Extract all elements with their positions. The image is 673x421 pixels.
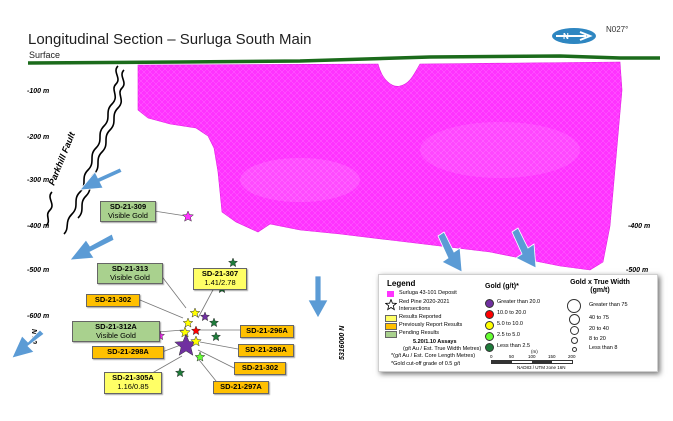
svg-text:-600 m: -600 m [27, 313, 49, 320]
legend-cutoff: *Gold cut-off grade of 0.5 g/t [391, 361, 460, 367]
pending-swatch [385, 331, 397, 338]
surluga-deposit [137, 61, 623, 271]
legend-assay-note2: *(g/t Au / Est. Core Length Metres) [391, 353, 476, 359]
legend-previously-reported: Previously Report Results [399, 322, 463, 328]
star-marker [179, 326, 191, 338]
surface-label: Surface [29, 50, 60, 60]
callout-sd-21-302-lower: SD-21-302 [234, 362, 286, 375]
results-reported-swatch [385, 315, 397, 322]
star-marker [190, 335, 202, 347]
previously-reported-swatch [385, 323, 397, 330]
legend-panel: Legend Surluga 43-101 Deposit Red Pine 2… [378, 274, 658, 372]
legend-assay-example: 5.20/1.10 Assays [413, 339, 457, 345]
star-marker [182, 317, 194, 328]
figure-title: Longitudinal Section – Surluga South Mai… [28, 31, 312, 48]
depth-axis-left: -100 m -200 m -300 m -400 m -500 m -600 … [27, 88, 49, 320]
red-pine-star-icon [385, 299, 397, 311]
svg-text:-300 m: -300 m [27, 177, 49, 184]
star-marker [190, 325, 202, 336]
callout-sd-21-297a: SD-21-297A [213, 381, 269, 394]
callout-sd-21-298a-left: SD-21-298A [92, 346, 164, 359]
star-marker [174, 367, 186, 378]
legend-red-pine: Red Pine 2020-2021 Intersections [399, 299, 450, 312]
north-arrow-icon: N [552, 28, 596, 44]
svg-text:-100 m: -100 m [27, 88, 49, 95]
callout-leaders [139, 210, 240, 387]
callout-sd-21-296a: SD-21-296A [240, 325, 294, 338]
intersection-stars [154, 210, 239, 378]
callout-sd-21-298a-right: SD-21-298A [238, 344, 294, 357]
surface-line [27, 54, 660, 65]
star-marker [210, 331, 222, 342]
legend-results-reported: Results Reported [399, 314, 442, 320]
svg-text:N: N [563, 32, 569, 41]
deposit-swatch [387, 291, 394, 297]
svg-text:-500 m: -500 m [27, 267, 49, 274]
parkhill-fault [45, 65, 125, 235]
northing-label: 5316000 N [339, 325, 346, 360]
legend-assay-note1: (g/t Au / Est. True Width Metres) [403, 346, 482, 352]
legend-title: Legend [387, 279, 416, 288]
width-title: Gold x True Width [570, 279, 630, 286]
callout-sd-21-302-upper: SD-21-302 [86, 294, 140, 307]
svg-text:-400 m: -400 m [628, 223, 650, 230]
legend-pending: Pending Results [399, 330, 440, 336]
depth-axis-right: -400 m -500 m [626, 223, 650, 274]
star-marker [208, 317, 220, 328]
svg-text:-500 m: -500 m [626, 267, 648, 274]
north-bearing-label: N027° [606, 25, 628, 34]
svg-text:-400 m: -400 m [27, 223, 49, 230]
gold-grade-title: Gold (g/t)* [485, 283, 519, 290]
star-marker [194, 351, 206, 362]
star-marker [227, 257, 239, 268]
fault-label: Parkhill Fault [47, 130, 78, 187]
star-marker [189, 307, 201, 318]
width-unit: (gm/t) [590, 287, 610, 294]
svg-text:-200 m: -200 m [27, 134, 49, 141]
legend-deposit: Surluga 43-101 Deposit [399, 290, 457, 296]
star-marker [181, 210, 195, 222]
blue-arrows [11, 167, 537, 359]
star-marker [199, 311, 211, 322]
